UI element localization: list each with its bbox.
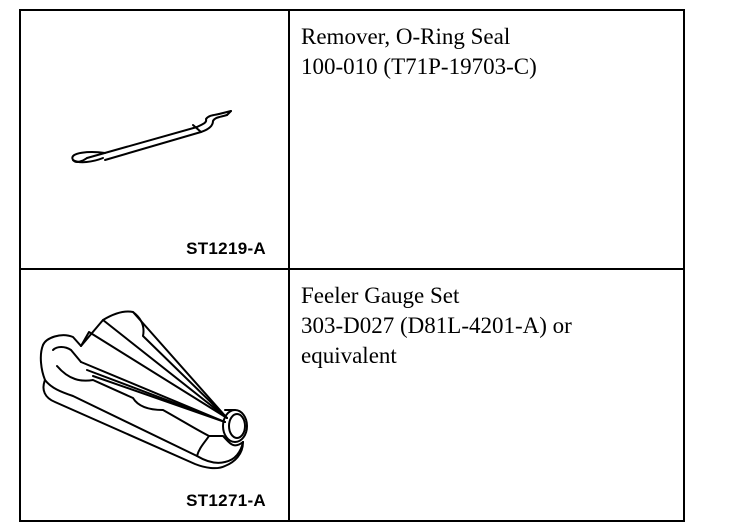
special-tools-table: ST1219-A Remover, O-Ring Seal 100-010 (T… — [19, 9, 685, 522]
tool-name: Feeler Gauge Set — [301, 283, 460, 308]
tool-description-cell: Feeler Gauge Set 303-D027 (D81L-4201-A) … — [290, 270, 683, 520]
feeler-gauge-illustration — [39, 310, 248, 470]
tool-description: Remover, O-Ring Seal 100-010 (T71P-19703… — [301, 22, 537, 82]
tool-row-feeler-gauge: ST1271-A Feeler Gauge Set 303-D027 (D81L… — [21, 270, 683, 520]
tool-figure-caption: ST1271-A — [186, 491, 266, 510]
tool-name: Remover, O-Ring Seal — [301, 24, 511, 49]
oring-remover-illustration — [71, 110, 232, 164]
tool-row-oring-remover: ST1219-A Remover, O-Ring Seal 100-010 (T… — [21, 11, 683, 270]
tool-description-cell: Remover, O-Ring Seal 100-010 (T71P-19703… — [290, 11, 683, 268]
tool-description: Feeler Gauge Set 303-D027 (D81L-4201-A) … — [301, 281, 572, 371]
tool-figure-caption: ST1219-A — [186, 239, 266, 258]
tool-image-cell: ST1271-A — [21, 270, 290, 520]
tool-image-cell: ST1219-A — [21, 11, 290, 268]
tool-part-numbers-continued: equivalent — [301, 343, 397, 368]
tool-part-numbers: 303-D027 (D81L-4201-A) or — [301, 313, 572, 338]
tool-part-numbers: 100-010 (T71P-19703-C) — [301, 54, 537, 79]
